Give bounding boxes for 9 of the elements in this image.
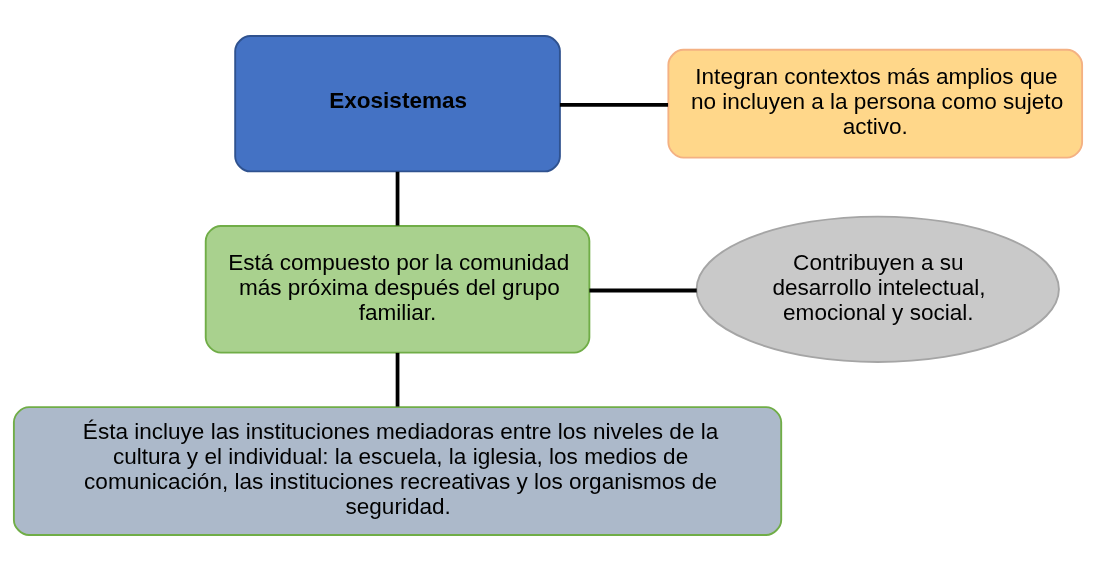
node-box: Está compuesto por la comunidad más próxima después del grupo familiar. bbox=[204, 224, 591, 353]
connector bbox=[589, 288, 697, 292]
node-box: Integran contextos más amplios que no incluyen a la persona como sujeto activo. bbox=[667, 48, 1084, 159]
connector bbox=[559, 102, 669, 107]
node-box: Ésta incluye las instituciones mediadoras entre los niveles de la cultura y el individual: la escuela, la iglesia, los medios de comunicación, las instituciones recreativas y los organismos de seguridad. bbox=[12, 405, 783, 536]
connector bbox=[395, 171, 400, 226]
connector bbox=[395, 352, 400, 407]
node-ellipse: Contribuyen a su desarrollo intelectual, emocional y social. bbox=[695, 215, 1060, 363]
node-box: Exosistemas bbox=[234, 34, 561, 172]
